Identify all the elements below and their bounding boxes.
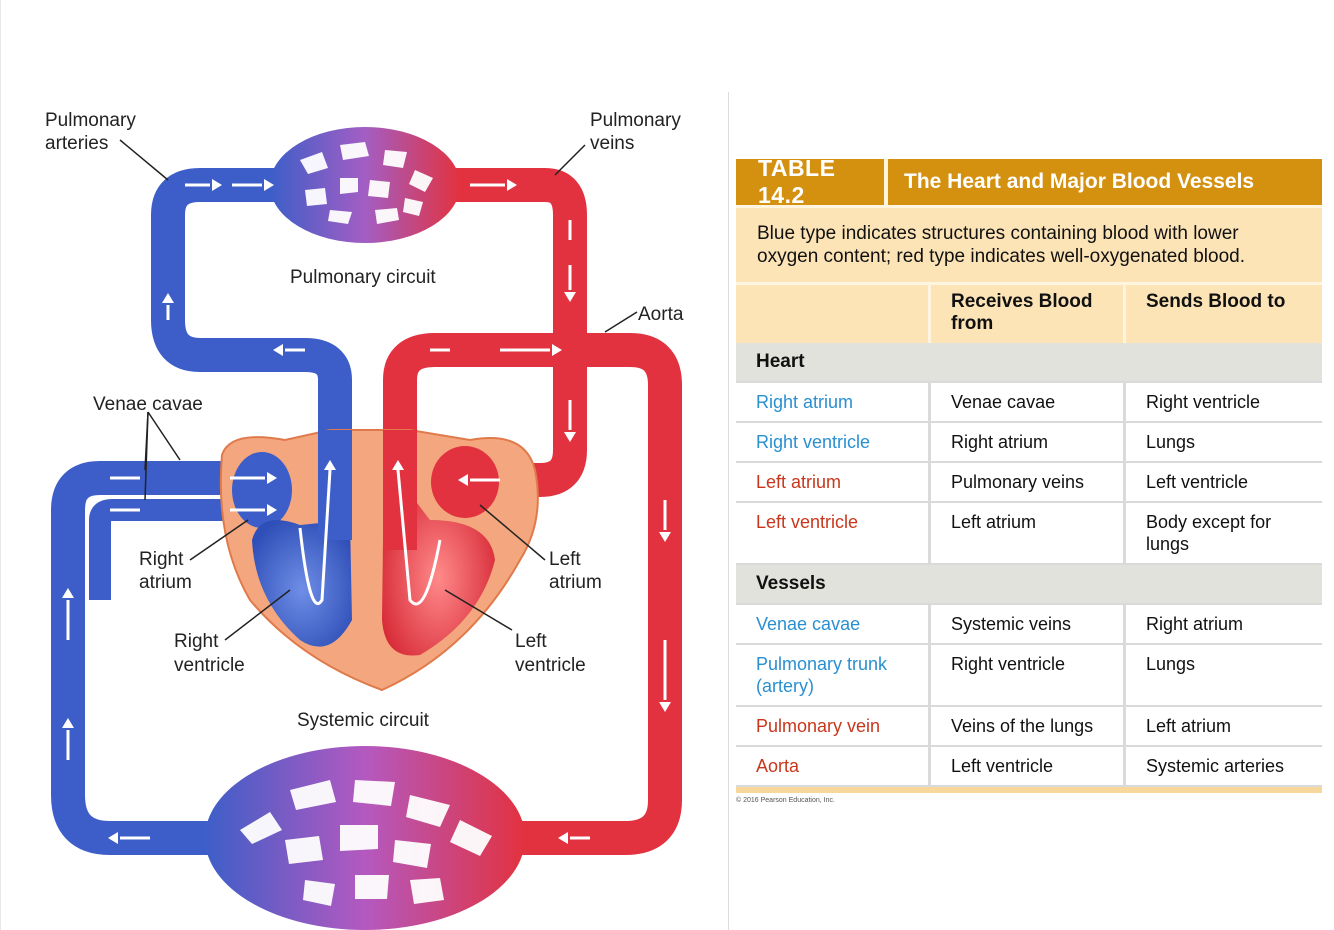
structure-cell: Venae cavae bbox=[736, 605, 931, 643]
receives-cell: Pulmonary veins bbox=[931, 463, 1126, 501]
panel-divider bbox=[728, 92, 729, 930]
label-right-atrium-2: atrium bbox=[139, 572, 192, 593]
table-title: The Heart and Major Blood Vessels bbox=[904, 170, 1255, 193]
heart-vessels-table: TABLE 14.2 The Heart and Major Blood Ves… bbox=[736, 155, 1322, 804]
receives-cell: Veins of the lungs bbox=[931, 707, 1126, 745]
diagram-labels: Pulmonary arteries Pulmonary veins Pulmo… bbox=[45, 110, 684, 731]
label-pulmonary-circuit: Pulmonary circuit bbox=[290, 267, 436, 288]
structure-cell: Left atrium bbox=[736, 463, 931, 501]
svg-text:arteries: arteries bbox=[45, 133, 108, 154]
label-right-ventricle-1: Right bbox=[174, 631, 219, 652]
sends-cell: Lungs bbox=[1146, 654, 1196, 674]
structure-cell: Pulmonary trunk (artery) bbox=[736, 645, 931, 705]
section-header: Heart bbox=[736, 343, 1322, 383]
label-left-atrium-2: atrium bbox=[549, 572, 602, 593]
svg-text:atrium: atrium bbox=[549, 572, 602, 593]
label-right-atrium-1: Right bbox=[139, 549, 184, 570]
receives-cell: Systemic veins bbox=[931, 605, 1126, 643]
pulmonary-capillary-bed bbox=[270, 127, 460, 243]
svg-text:Right: Right bbox=[174, 631, 219, 652]
sends-cell: Left ventricle bbox=[1146, 472, 1249, 492]
receives-cell: Left ventricle bbox=[931, 747, 1126, 785]
structure-cell: Left ventricle bbox=[736, 503, 931, 563]
circulation-diagram: Pulmonary arteries Pulmonary veins Pulmo… bbox=[45, 110, 684, 930]
table-row: Pulmonary trunk (artery)Right ventricle L… bbox=[736, 645, 1322, 707]
label-left-ventricle-1: Left bbox=[515, 631, 547, 652]
table-number: TABLE 14.2 bbox=[736, 155, 888, 208]
label-pulmonary-veins-1: Pulmonary bbox=[590, 110, 681, 131]
label-venae-cavae: Venae cavae bbox=[93, 394, 203, 415]
right-atrium-chamber bbox=[232, 452, 292, 528]
column-header-sends: Sends Blood to bbox=[1146, 291, 1286, 312]
receives-cell: Left atrium bbox=[931, 503, 1126, 563]
svg-text:Pulmonary: Pulmonary bbox=[45, 110, 136, 131]
leader-lines bbox=[119, 139, 638, 641]
aorta-path bbox=[383, 333, 682, 855]
copyright-credit: © 2016 Pearson Education, Inc. bbox=[736, 797, 835, 804]
table-footer-bar bbox=[736, 787, 1322, 793]
label-systemic-circuit: Systemic circuit bbox=[297, 710, 430, 731]
receives-cell: Venae cavae bbox=[931, 383, 1126, 421]
sends-cell: Right atrium bbox=[1146, 614, 1244, 634]
flow-arrows bbox=[66, 183, 667, 840]
sends-cell: Left atrium bbox=[1146, 716, 1232, 736]
svg-text:veins: veins bbox=[590, 133, 634, 154]
svg-text:ventricle: ventricle bbox=[515, 655, 586, 676]
receives-cell: Right ventricle bbox=[931, 645, 1126, 705]
page-edge bbox=[0, 0, 1, 930]
label-pulmonary-arteries-2: arteries bbox=[45, 133, 108, 154]
svg-text:atrium: atrium bbox=[139, 572, 192, 593]
label-aorta: Aorta bbox=[638, 304, 684, 325]
svg-text:ventricle: ventricle bbox=[174, 655, 245, 676]
systemic-capillary-bed bbox=[205, 746, 525, 930]
section-header: Vessels bbox=[736, 565, 1322, 605]
pulmonary-arteries-path bbox=[151, 168, 352, 430]
svg-text:Left: Left bbox=[515, 631, 547, 652]
sends-cell: Lungs bbox=[1146, 432, 1196, 452]
column-header-receives: Receives Blood from bbox=[931, 285, 1126, 343]
svg-text:Left: Left bbox=[549, 549, 581, 570]
top-whitespace bbox=[0, 0, 1334, 88]
structure-cell: Right atrium bbox=[736, 383, 931, 421]
svg-text:Pulmonary: Pulmonary bbox=[590, 110, 681, 131]
sends-cell: Body except for lungs bbox=[1146, 512, 1272, 554]
label-left-ventricle-2: ventricle bbox=[515, 655, 586, 676]
column-header-structure bbox=[736, 285, 931, 343]
sends-cell: Right ventricle bbox=[1146, 392, 1261, 412]
right-ventricle-chamber bbox=[252, 520, 352, 647]
sends-cell: Systemic arteries bbox=[1146, 756, 1285, 776]
structure-cell: Aorta bbox=[736, 747, 931, 785]
receives-cell: Right atrium bbox=[931, 423, 1126, 461]
label-left-atrium-1: Left bbox=[549, 549, 581, 570]
table-header: TABLE 14.2 The Heart and Major Blood Ves… bbox=[736, 155, 1322, 208]
pulmonary-veins-path bbox=[440, 168, 587, 497]
arrowheads bbox=[62, 179, 671, 844]
label-pulmonary-veins-2: veins bbox=[590, 133, 634, 154]
label-pulmonary-arteries-1: Pulmonary bbox=[45, 110, 136, 131]
label-right-ventricle-2: ventricle bbox=[174, 655, 245, 676]
table-intro: Blue type indicates structures containin… bbox=[736, 205, 1322, 282]
heart bbox=[219, 429, 539, 692]
column-header-row: Receives Blood from Sends Blood to bbox=[736, 282, 1322, 343]
structure-cell: Right ventricle bbox=[736, 423, 931, 461]
structure-cell: Pulmonary vein bbox=[736, 707, 931, 745]
svg-text:Right: Right bbox=[139, 549, 184, 570]
